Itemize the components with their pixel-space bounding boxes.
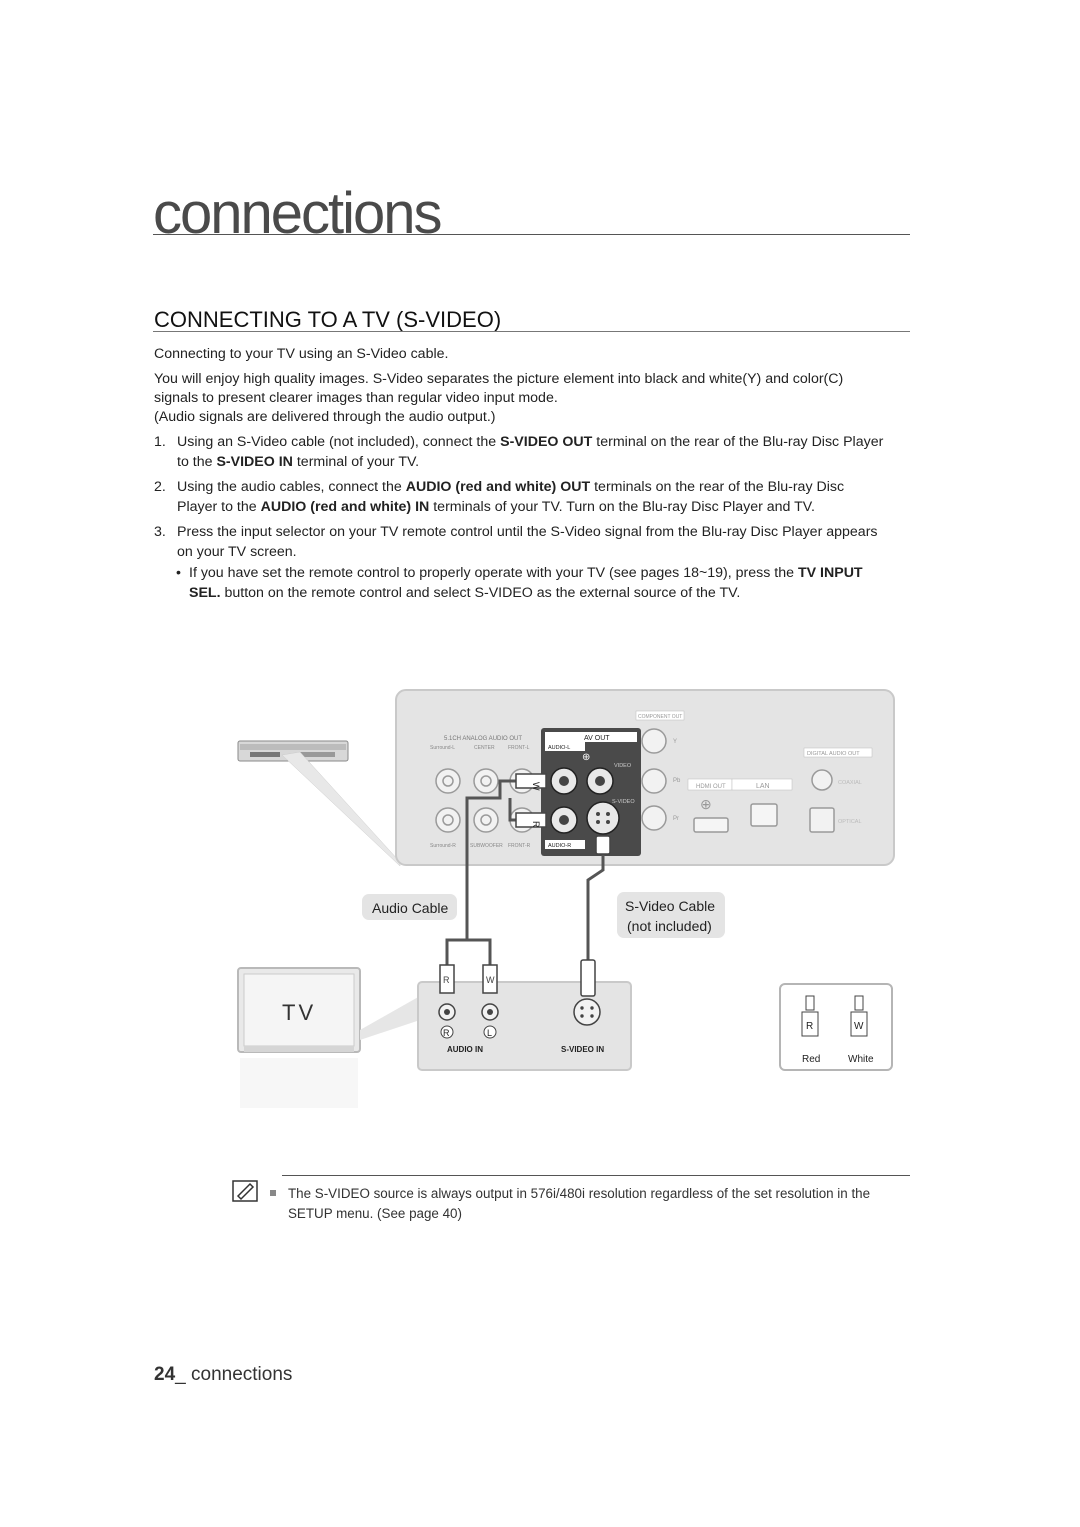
audio-l-label: AUDIO-L: [548, 745, 570, 751]
audio-in-label: AUDIO IN: [447, 1045, 483, 1054]
step-2-line-2: Player to the AUDIO (red and white) IN t…: [177, 498, 815, 515]
footer-label: connections: [191, 1364, 293, 1385]
legend-red-label: Red: [802, 1054, 820, 1065]
audio-cable-label-box: [362, 894, 457, 920]
ground-screw-icon: ⊕: [700, 796, 712, 812]
tv-jack-l-label: L: [487, 1028, 492, 1038]
tv-jack-r-label: R: [443, 1028, 450, 1038]
component-jacks: [641, 728, 667, 831]
optical-port-icon: [809, 807, 835, 833]
bullet-line-2: SEL. button on the remote control and se…: [189, 584, 741, 601]
audio-r-label: AUDIO-R: [548, 843, 571, 849]
step-number: 3.: [154, 524, 166, 540]
step-2-line-1: Using the audio cables, connect the AUDI…: [177, 479, 845, 495]
tv-jacks: [438, 998, 601, 1026]
front-r-label: FRONT-R: [508, 843, 531, 849]
paragraph-line-2: signals to present clearer images than r…: [154, 390, 558, 406]
plug-w-label: W: [531, 782, 541, 791]
ground-symbol-icon: ⊕: [582, 752, 590, 763]
av-jacks: [550, 767, 620, 835]
section-title: CONNECTING TO A TV (S-VIDEO): [154, 307, 502, 332]
step-1: 1. Using an S-Video cable (not included)…: [154, 433, 914, 473]
audio-plugs-panel: W R: [515, 773, 547, 828]
note-bullet-icon: [270, 1190, 276, 1196]
hdmi-out-label: HDMI OUT: [696, 784, 726, 790]
center-label: CENTER: [474, 745, 495, 751]
analog-jacks: [435, 768, 535, 833]
chapter-rule: [153, 234, 910, 235]
tv-plug-r-label: R: [443, 975, 450, 985]
legend-w-label: W: [854, 1021, 864, 1032]
s-video-label: S-VIDEO: [612, 799, 635, 805]
av-out-label: AV OUT: [584, 735, 610, 742]
legend-plugs: [801, 995, 868, 1037]
step-1-line-2: to the S-VIDEO IN terminal of your TV.: [177, 453, 420, 470]
intro-text: Connecting to your TV using an S-Video c…: [154, 346, 449, 362]
tv-jack-cores: [444, 1006, 594, 1018]
page-footer: 24_ connections: [154, 1364, 292, 1386]
step-3: 3. Press the input selector on your TV r…: [154, 523, 914, 563]
rear-panel: [395, 689, 895, 866]
pb-label: Pb: [673, 778, 681, 784]
page-number: 24: [154, 1364, 176, 1385]
bullet-line-1: If you have set the remote control to pr…: [189, 565, 863, 581]
legend-box: [779, 983, 893, 1071]
s-video-cable-label-1: S-Video Cable: [625, 898, 715, 914]
bluray-player-icon: [237, 740, 349, 762]
zoom-callout: [281, 751, 401, 867]
component-out-label: COMPONENT OUT: [638, 714, 682, 720]
step-1-line-1: Using an S-Video cable (not included), c…: [177, 434, 884, 450]
footer-separator: _: [175, 1364, 191, 1385]
s-video-cable-label-2: (not included): [627, 918, 712, 934]
note-text: The S-VIDEO source is always output in 5…: [288, 1186, 871, 1221]
note-pencil-icon: [232, 1180, 258, 1202]
bullet-dot: •: [176, 565, 181, 581]
tv-audio-plugs: R W: [439, 964, 498, 994]
optical-label: OPTICAL: [838, 819, 862, 825]
subwoofer-label: SUBWOOFER: [470, 843, 503, 849]
step-3-line-1: Press the input selector on your TV remo…: [177, 524, 878, 540]
audio-cable-label: Audio Cable: [372, 900, 448, 916]
legend-white-label: White: [848, 1054, 874, 1065]
s-video-plug-top: [595, 835, 611, 855]
chapter-title: connections: [153, 181, 443, 246]
tv-s-video-plug: [580, 959, 596, 997]
tv-input-panel: [417, 981, 632, 1071]
tv-zoom-callout: [360, 996, 420, 1040]
note-rule: [282, 1175, 910, 1176]
analog-audio-out-label: 5.1CH ANALOG AUDIO OUT: [444, 736, 522, 742]
lan-port-icon: [750, 803, 778, 827]
front-l-label: FRONT-L: [508, 745, 530, 751]
y-label: Y: [673, 739, 677, 745]
coaxial-label: COAXIAL: [838, 780, 862, 786]
paragraph-line-1: You will enjoy high quality images. S-Vi…: [154, 371, 844, 387]
paragraph-line-3: (Audio signals are delivered through the…: [154, 409, 496, 425]
step-3-line-2: on your TV screen.: [177, 543, 297, 560]
step-2: 2. Using the audio cables, connect the A…: [154, 478, 914, 518]
section-rule: [153, 331, 910, 332]
step-number: 2.: [154, 479, 166, 495]
coaxial-jack-icon: [811, 769, 833, 791]
av-out-block: [541, 728, 641, 856]
av-jack-cores: [559, 776, 610, 825]
tv-plug-w-label: W: [486, 975, 495, 985]
pr-label: Pr: [673, 816, 679, 822]
plug-r-label: R: [531, 821, 541, 828]
s-video-cable-label-box: [617, 892, 725, 938]
tv-label: TV: [282, 1000, 316, 1025]
audio-cable: [445, 779, 534, 965]
digital-audio-out-label: DIGITAL AUDIO OUT: [807, 751, 860, 757]
s-video-in-label: S-VIDEO IN: [561, 1045, 604, 1054]
tv-icon: [237, 967, 361, 1108]
hdmi-port-icon: [693, 817, 729, 833]
step-number: 1.: [154, 434, 166, 450]
legend-r-label: R: [806, 1021, 813, 1032]
tip-bullet: • If you have set the remote control to …: [176, 564, 906, 604]
s-video-cable: [586, 836, 605, 960]
surround-l-label: Surround-L: [430, 745, 455, 751]
surround-r-label: Surround-R: [430, 843, 456, 849]
video-label: VIDEO: [614, 763, 632, 769]
lan-label: LAN: [756, 783, 770, 790]
